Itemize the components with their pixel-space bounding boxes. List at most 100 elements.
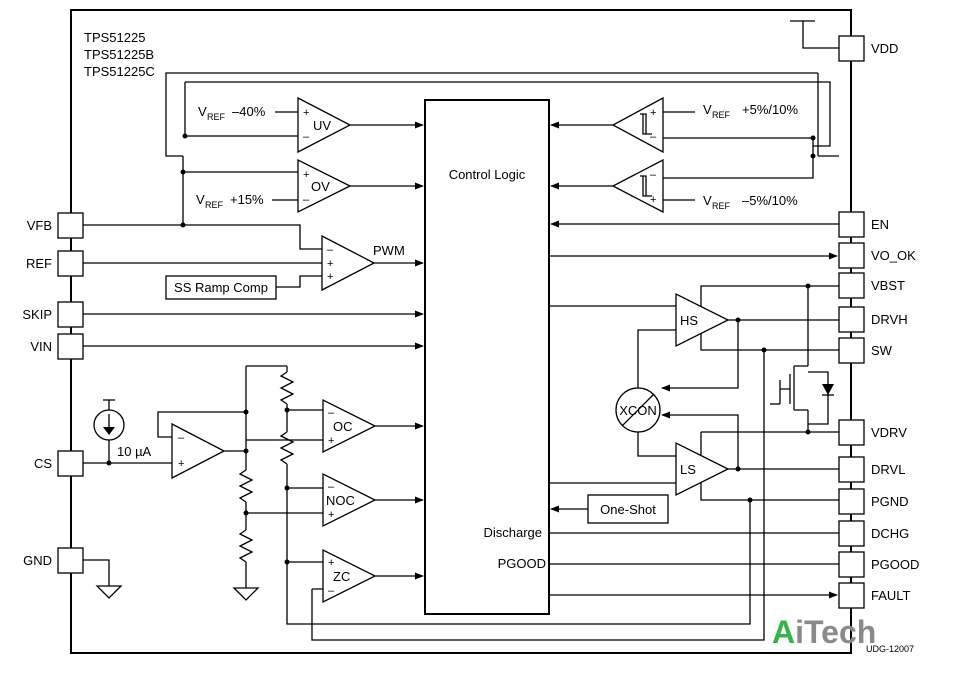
svg-text:+: + (650, 107, 656, 119)
hs-driver: HS (675, 292, 730, 348)
pwm-label: PWM (373, 243, 405, 258)
control-logic-label: Control Logic (449, 167, 526, 182)
svg-text:–: – (327, 244, 334, 256)
pin-skip-label: SKIP (22, 307, 52, 322)
hysteresis-icon (640, 113, 652, 135)
sw-wire (700, 334, 839, 351)
resistor-3-icon (279, 371, 295, 405)
svg-text:REF: REF (207, 112, 226, 122)
svg-text:–: – (328, 407, 335, 419)
svg-text:–40%: –40% (232, 104, 266, 119)
ground-icon (232, 587, 260, 601)
sw-sense-wire (286, 464, 751, 625)
zc-label: ZC (333, 569, 350, 584)
pin-pgnd-label: PGND (871, 494, 909, 509)
pin-vin-label: VIN (30, 339, 52, 354)
pgnd-wire (700, 483, 839, 501)
junction-vfb-ov (180, 169, 186, 175)
junction-uv (182, 133, 188, 139)
pin-dchg-label: DCHG (871, 526, 909, 541)
vdd-wire (790, 20, 839, 49)
svg-text:V: V (703, 102, 712, 117)
pin-cs: CS (34, 450, 84, 477)
hs-xcon-feedback (661, 320, 739, 392)
pin-drvl: DRVL (838, 456, 905, 483)
svg-text:–: – (650, 169, 657, 181)
pin-vo-ok: VO_OK (838, 242, 916, 269)
svg-text:+5%/10%: +5%/10% (742, 102, 798, 117)
pin-drvl-label: DRVL (871, 462, 905, 477)
svg-text:REF: REF (205, 200, 224, 210)
pwm-minus-wire (183, 224, 322, 250)
svg-text:V: V (198, 104, 207, 119)
uv-comparator: + – UV (297, 96, 352, 154)
device-name-3: TPS51225C (84, 64, 155, 79)
pg-lo-sense-wire (663, 146, 814, 179)
uv-threshold-label: V REF –40% (198, 104, 266, 122)
junction-pg-hi (810, 135, 816, 141)
pin-vdrv-label: VDRV (871, 425, 907, 440)
svg-text:–: – (178, 432, 185, 444)
pin-gnd: GND (23, 547, 84, 574)
device-name-1: TPS51225 (84, 30, 145, 45)
svg-text:–: – (303, 131, 310, 143)
pin-en-label: EN (871, 217, 889, 232)
pin-vin: VIN (30, 333, 84, 360)
ss-ramp-comp-block: SS Ramp Comp (165, 275, 277, 300)
svg-text:+: + (303, 169, 309, 181)
aitech-watermark-logo: AiTech (772, 614, 876, 650)
svg-text:REF: REF (712, 110, 731, 120)
junction-pg (810, 153, 816, 159)
pin-vbst: VBST (838, 272, 905, 299)
xcon-hs-wire (637, 329, 676, 388)
ss-ramp-label: SS Ramp Comp (174, 280, 268, 295)
noc-comparator: – + NOC (322, 472, 377, 528)
svg-text:+: + (303, 107, 309, 119)
ground-icon (95, 585, 123, 599)
pin-sw-label: SW (871, 343, 893, 358)
svg-text:–: – (650, 131, 657, 143)
pin-ref-label: REF (26, 256, 52, 271)
ls-label: LS (680, 462, 696, 477)
current-source-supply (103, 399, 115, 410)
xcon-label: XCON (619, 403, 657, 418)
ls-xcon-feedback (661, 411, 739, 468)
vfb-wire (83, 172, 184, 226)
pin-skip: SKIP (22, 301, 84, 328)
pin-vdrv: VDRV (838, 419, 907, 446)
pin-vfb: VFB (27, 212, 84, 239)
pg-hi-threshold-label: V REF +5%/10% (703, 102, 798, 120)
vbst-wire (700, 285, 839, 306)
pin-cs-label: CS (34, 456, 52, 471)
svg-text:+: + (328, 435, 334, 447)
body-diode-icon (822, 384, 834, 395)
ov-comparator: + – OV (297, 158, 352, 214)
uv-label: UV (313, 118, 331, 133)
svg-text:–: – (328, 585, 335, 597)
pin-vdd: VDD (838, 35, 898, 62)
pin-pgnd: PGND (838, 488, 909, 515)
pin-vbst-label: VBST (871, 278, 905, 293)
doc-code: UDG-12007 (866, 644, 914, 654)
svg-text:+: + (328, 557, 334, 569)
noc-label: NOC (326, 493, 355, 508)
xcon-block: XCON (615, 387, 661, 433)
pgnd-sense-wire (311, 348, 765, 641)
cs-buffer-amp: – + (171, 422, 226, 480)
junction-sw (761, 347, 767, 353)
one-shot-label: One-Shot (600, 502, 656, 517)
svg-text:+: + (650, 194, 656, 206)
one-shot-block: One-Shot (587, 494, 669, 524)
pin-gnd-label: GND (23, 553, 52, 568)
pin-en: EN (838, 211, 889, 238)
svg-text:+: + (178, 458, 184, 470)
resistor-1-icon (238, 469, 254, 503)
svg-text:+: + (327, 258, 333, 270)
current-source-label: 10 µA (117, 444, 152, 459)
svg-text:–5%/10%: –5%/10% (742, 193, 798, 208)
svg-text:–: – (328, 481, 335, 493)
mosfet-icon (779, 374, 791, 404)
pin-dchg: DCHG (838, 520, 909, 547)
pin-sw: SW (838, 337, 893, 364)
device-name-2: TPS51225B (84, 47, 154, 62)
